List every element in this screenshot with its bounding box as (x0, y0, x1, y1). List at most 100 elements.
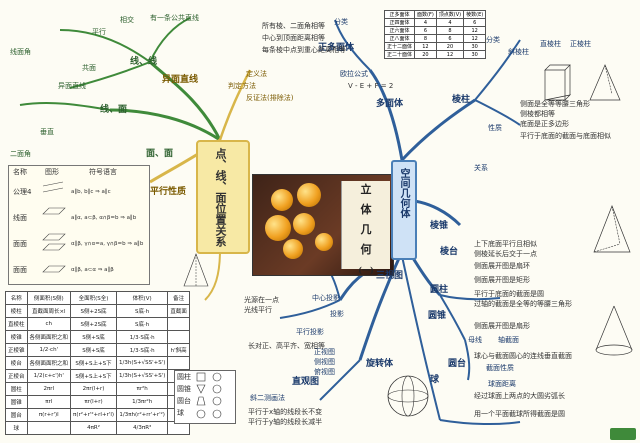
ft-h0: 名称 (5, 291, 28, 305)
ft-r2c3: 1/3·S底·h (115, 330, 169, 344)
ft-r9c1 (26, 421, 72, 435)
node-reg-prism: 正棱柱 (570, 40, 591, 48)
node-polyhedron[interactable]: 多面体 (376, 99, 404, 109)
node-parallel-props[interactable]: 平行性质 (150, 187, 187, 197)
prism-shapes-icon (544, 64, 621, 101)
node-euler[interactable]: 欧拉公式 (340, 70, 368, 78)
pp-row4-symbol: α∥β, a⊂α ⇒ a∥β (71, 267, 114, 273)
pyramid-icon (593, 205, 631, 253)
node-perpendicular[interactable]: 垂直 (40, 128, 54, 136)
ft-r2c4 (167, 330, 190, 344)
left-hub-label: 点、线、面位置关系 (214, 148, 227, 247)
corner-badge (610, 428, 636, 440)
et-r1c0: 正六面体 (383, 26, 416, 35)
et-r2c2: 6 (435, 34, 465, 43)
node-three-view[interactable]: 三视图 (376, 271, 404, 281)
et-r3c1: 12 (414, 42, 437, 51)
note-9: 侧棱延长后交于一点 (474, 250, 537, 258)
ft-r9c2: 4πR² (70, 421, 117, 435)
note-18: 平行于y轴的线段长减半 (248, 418, 323, 426)
node-direct-view[interactable]: 直观图 (292, 377, 320, 387)
ft-h4: 备注 (167, 291, 190, 305)
node-intersect[interactable]: 相交 (120, 16, 134, 24)
node-cylinder[interactable]: 圆柱 (430, 285, 449, 295)
et-r2c3: 12 (463, 34, 487, 43)
ft-r3c4: h'斜高 (167, 343, 190, 357)
ft-h1: 侧面积(S侧) (26, 291, 72, 305)
node-line-plane[interactable]: 线、面 (100, 105, 128, 115)
note-10: 平行于底面的截面是圆 (474, 290, 544, 298)
node-relation[interactable]: 关系 (474, 164, 488, 172)
title-char-1: 立 (360, 183, 372, 196)
et-h1: 面数(F) (414, 10, 437, 19)
ft-r5c1: 1/2(c+c')h' (26, 369, 72, 383)
ft-r7c0: 圆锥 (5, 395, 28, 409)
pp-row3-symbol: α∥β, γ∩α=a, γ∩β=b ⇒ a∥b (71, 241, 144, 247)
ft-r3c3: 1/3·S底·h (115, 343, 169, 357)
node-axis: 轴截面 (498, 336, 519, 344)
pp-header-name: 名称 (13, 168, 27, 176)
ft-r0c3: S底·h (115, 304, 169, 318)
grid-row-1: 圆锥 (177, 385, 191, 393)
et-r2c1: 8 (414, 34, 437, 43)
node-skew[interactable]: 异面直线 (162, 75, 199, 85)
node-sphere[interactable]: 球 (430, 375, 440, 385)
node-classify[interactable]: 分类 (334, 18, 348, 26)
note-14: 光源在一点 (244, 296, 279, 304)
et-r4c3: 30 (463, 50, 487, 59)
node-line-line[interactable]: 线、线 (130, 57, 158, 67)
node-skew-method[interactable]: 判定方法 (228, 82, 256, 90)
note-0: 所有棱、二面角相等 (262, 22, 325, 30)
ft-r6c1: 2πrl (26, 382, 72, 396)
node-dihedral: 二面角 (10, 150, 31, 158)
ft-r0c0: 棱柱 (5, 304, 28, 318)
node-pyramid[interactable]: 棱锥 (430, 221, 449, 231)
ball-2 (297, 183, 321, 207)
et-h3: 棱数(E) (463, 10, 487, 19)
node-frustum[interactable]: 棱台 (440, 247, 459, 257)
ft-r4c4 (167, 356, 190, 370)
note-7: 平行于底面的截面与底面相似 (520, 132, 611, 140)
ft-r1c2: S侧+2S底 (70, 317, 117, 331)
title-char-5: (一) (358, 265, 374, 275)
note-17: 平行于x轴的线段长不变 (248, 408, 323, 416)
node-top-view: 俯视图 (314, 368, 335, 376)
note-4: 侧面是全等等腰三角形 (520, 100, 590, 108)
ft-r0c4: 直截面 (167, 304, 190, 318)
pp-row1-symbol: a∥b, b∥c ⇒ a∥c (71, 189, 111, 195)
ft-r4c1: 各侧面面积之和 (26, 356, 72, 370)
ft-r1c0: 直棱柱 (5, 317, 28, 331)
ft-r8c0: 圆台 (5, 408, 28, 422)
node-classify-2[interactable]: 分类 (486, 36, 500, 44)
node-spherical-dist: 球面距离 (488, 380, 516, 388)
ft-h3: 体积(V) (115, 291, 169, 305)
ft-r3c2: S侧+S底 (70, 343, 117, 357)
et-r1c2: 8 (435, 26, 465, 35)
right-hub[interactable]: 空间几何体 (391, 160, 417, 260)
node-parallel-proj: 平行投影 (296, 328, 324, 336)
ball-5 (283, 239, 303, 259)
node-parallel-1[interactable]: 平行 (92, 28, 106, 36)
node-rotation[interactable]: 旋转体 (366, 359, 394, 369)
ft-r8c3: 1/3πh(r²+rr'+r'²) (115, 408, 169, 422)
node-skew-short[interactable]: 异面直线 (58, 82, 86, 90)
node-prism[interactable]: 棱柱 (452, 95, 471, 105)
note-20: 侧面展开图是矩形 (474, 276, 530, 284)
left-hub[interactable]: 点、线、面位置关系 (196, 140, 250, 254)
node-plane-plane[interactable]: 面、面 (146, 149, 174, 159)
ft-r7c2: πr(l+r) (70, 395, 117, 409)
node-coplanar[interactable]: 共面 (82, 64, 96, 72)
node-regular[interactable]: 正多面体 (318, 43, 355, 53)
ft-r7c1: πrl (26, 395, 72, 409)
node-definition: 定义法 (246, 70, 267, 78)
et-r4c1: 20 (414, 50, 437, 59)
node-property[interactable]: 性质 (488, 124, 502, 132)
et-r0c3: 6 (463, 18, 487, 27)
pp-row2-symbol: a∥α, a⊂β, α∩β=b ⇒ a∥b (71, 215, 137, 221)
node-cone[interactable]: 圆锥 (428, 311, 447, 321)
right-hub-label: 空间几何体 (398, 168, 409, 218)
node-frustum-round[interactable]: 圆台 (448, 359, 467, 369)
node-projection[interactable]: 投影 (330, 310, 344, 318)
